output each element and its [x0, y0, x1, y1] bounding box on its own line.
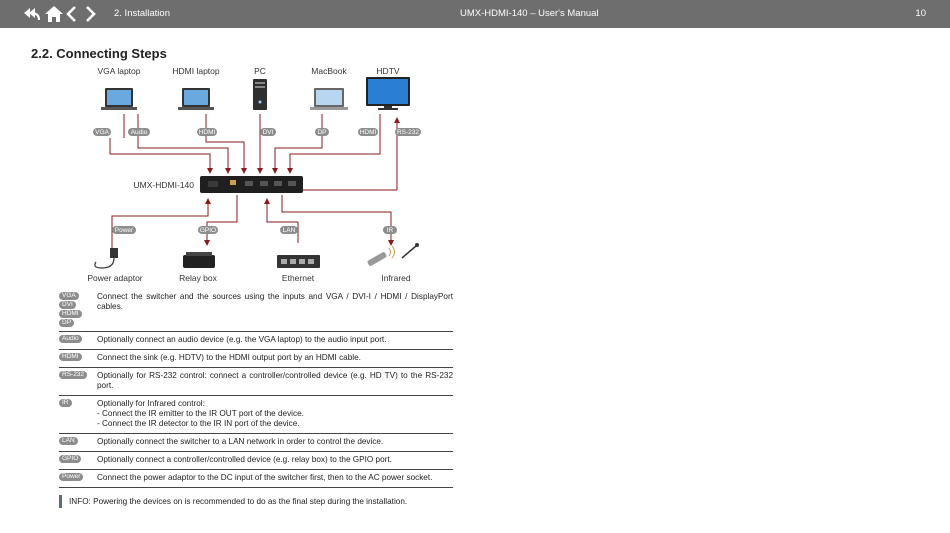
svg-text:HDMI: HDMI: [360, 129, 377, 136]
port-tag-rs232: RS-232: [395, 128, 421, 136]
svg-text:Power: Power: [115, 227, 134, 234]
top-toolbar: 2. Installation UMX-HDMI-140 – User's Ma…: [0, 0, 950, 28]
port-tag: VGA: [59, 292, 79, 300]
step-description: Optionally connect an audio device (e.g.…: [97, 335, 387, 344]
source-label-hdmi-laptop: HDMI laptop: [172, 66, 220, 76]
peripheral-label-ethernet: Ethernet: [282, 273, 315, 283]
table-row: Audio Optionally connect an audio device…: [59, 332, 453, 350]
port-tag: DVI: [59, 301, 76, 309]
svg-text:VGA: VGA: [95, 129, 109, 136]
back-all-icon[interactable]: [22, 4, 42, 24]
source-label-macbook: MacBook: [311, 66, 347, 76]
port-tag-gpio: GPIO: [198, 226, 218, 234]
port-tag: GPIO: [59, 455, 82, 463]
table-row: IR Optionally for Infrared control: - Co…: [59, 396, 453, 434]
vga-laptop-icon: [101, 88, 137, 110]
ethernet-switch-icon: [277, 255, 320, 268]
chevron-left-icon[interactable]: [62, 4, 82, 24]
power-adaptor-icon: [94, 248, 118, 269]
port-tag-dp: DP: [315, 128, 329, 136]
port-tag-audio: Audio: [128, 128, 150, 136]
step-description: Connect the sink (e.g. HDTV) to the HDMI…: [97, 353, 361, 362]
svg-text:DP: DP: [317, 129, 326, 136]
chevron-right-icon[interactable]: [80, 4, 100, 24]
step-description: Optionally connect a controller/controll…: [97, 455, 392, 464]
port-tag-ir: IR: [383, 226, 397, 234]
peripheral-label-infrared: Infrared: [381, 273, 411, 283]
page-number: 10: [915, 8, 926, 19]
port-tag: Power: [59, 473, 84, 481]
section-title: 2.2. Connecting Steps: [31, 46, 167, 61]
pc-tower-icon: [253, 79, 267, 110]
breadcrumb[interactable]: 2. Installation: [114, 8, 170, 19]
source-label-vga-laptop: VGA laptop: [97, 66, 140, 76]
port-tag-dvi: DVI: [260, 128, 276, 136]
step-description: Connect the switcher and the sources usi…: [97, 292, 453, 311]
port-tag-power: Power: [112, 226, 136, 234]
step-description: Optionally for Infrared control: - Conne…: [97, 399, 304, 428]
peripheral-label-power-adaptor: Power adaptor: [87, 273, 142, 283]
svg-text:LAN: LAN: [283, 227, 296, 234]
table-row: GPIO Optionally connect a controller/con…: [59, 452, 453, 470]
svg-text:GPIO: GPIO: [200, 227, 216, 234]
port-tag: HDMI: [59, 310, 82, 318]
step-description: Connect the power adaptor to the DC inpu…: [97, 473, 433, 482]
home-icon[interactable]: [44, 4, 64, 24]
port-tag: DP: [59, 319, 75, 327]
port-tags: VGA DVI HDMI DP: [59, 292, 97, 327]
svg-text:RS-232: RS-232: [397, 129, 419, 136]
step-description: Optionally connect the switcher to a LAN…: [97, 437, 384, 446]
source-label-pc: PC: [254, 66, 266, 76]
device-label: UMX-HDMI-140: [134, 180, 195, 190]
port-tag-vga: VGA: [93, 128, 111, 136]
info-note: INFO: Powering the devices on is recomme…: [59, 495, 456, 508]
port-tag-hdmi-out: HDMI: [358, 128, 378, 136]
umx-hdmi-140-device-icon: [200, 176, 303, 193]
step-description: Optionally for RS-232 control: connect a…: [97, 371, 453, 390]
port-tag: LAN: [59, 437, 78, 445]
hdtv-icon: [366, 77, 410, 110]
table-row: LAN Optionally connect the switcher to a…: [59, 434, 453, 452]
port-tag-lan: LAN: [280, 226, 298, 234]
hdmi-laptop-icon: [178, 88, 214, 110]
table-row: HDMI Connect the sink (e.g. HDTV) to the…: [59, 350, 453, 368]
connection-diagram: VGA laptop HDMI laptop PC MacBook HDTV: [87, 66, 421, 283]
info-text: INFO: Powering the devices on is recomme…: [69, 497, 408, 506]
infrared-icon: [367, 243, 419, 266]
table-row: VGA DVI HDMI DP Connect the switcher and…: [59, 289, 453, 332]
peripheral-label-relay-box: Relay box: [179, 273, 218, 283]
svg-text:Audio: Audio: [131, 129, 148, 136]
source-label-hdtv: HDTV: [376, 66, 399, 76]
port-tag: IR: [59, 399, 72, 407]
relay-box-icon: [183, 252, 215, 268]
macbook-icon: [310, 88, 348, 110]
table-row: Power Connect the power adaptor to the D…: [59, 470, 453, 488]
port-tag: Audio: [59, 335, 82, 343]
svg-text:DVI: DVI: [263, 129, 274, 136]
document-title: UMX-HDMI-140 – User's Manual: [460, 8, 599, 19]
svg-text:HDMI: HDMI: [199, 129, 216, 136]
port-tag: HDMI: [59, 353, 82, 361]
port-tag-hdmi-in: HDMI: [197, 128, 217, 136]
steps-table: VGA DVI HDMI DP Connect the switcher and…: [59, 289, 453, 488]
port-tag: RS-232: [59, 371, 88, 379]
table-row: RS-232 Optionally for RS-232 control: co…: [59, 368, 453, 396]
svg-text:IR: IR: [387, 227, 394, 234]
